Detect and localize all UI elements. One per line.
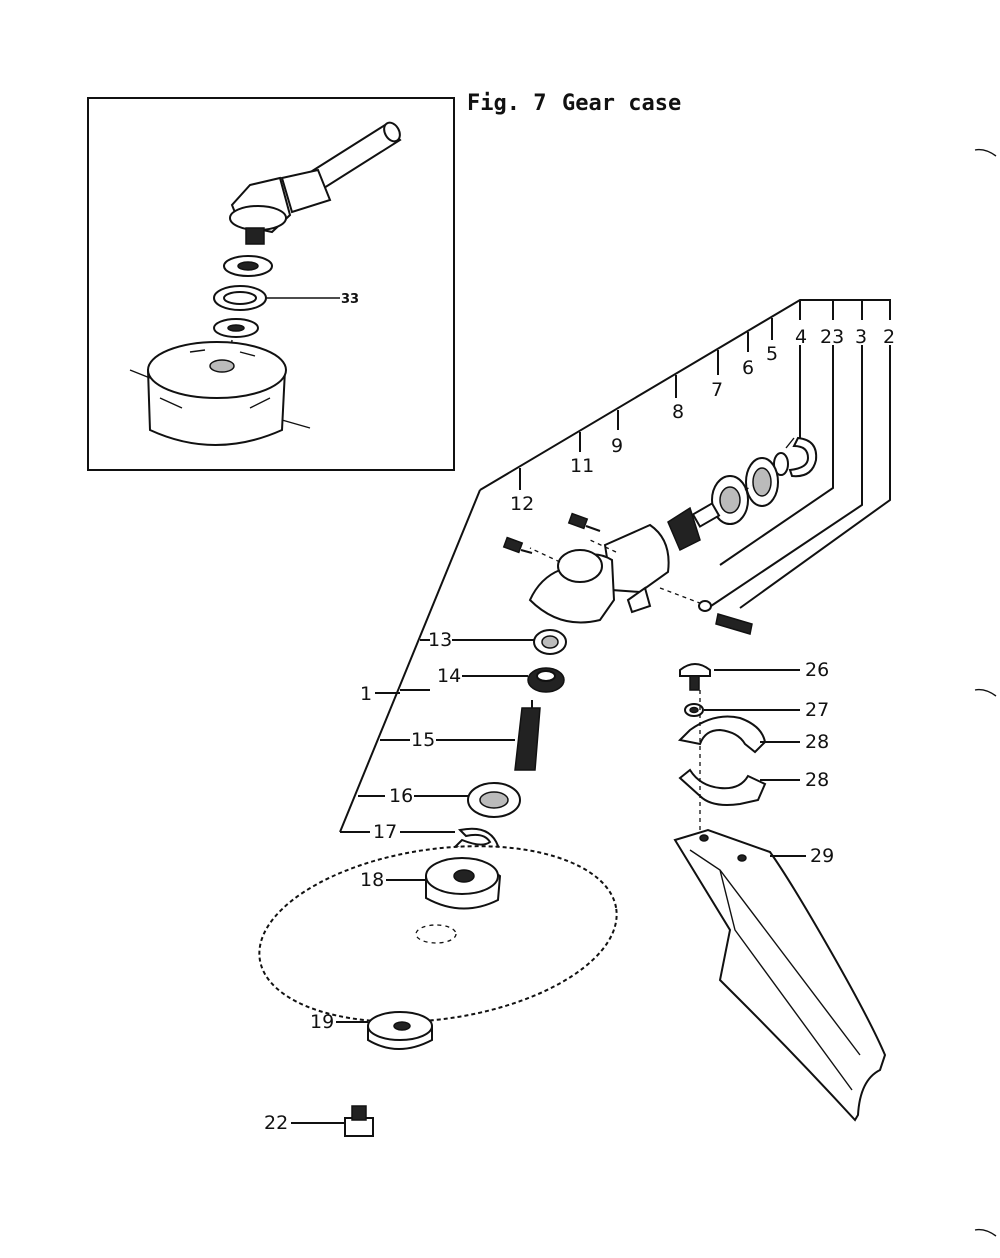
part-11-bolt — [567, 512, 601, 532]
label-19: 19 — [310, 1011, 334, 1033]
page-edge-marks — [974, 148, 997, 1237]
label-6: 6 — [742, 357, 754, 379]
label-7: 7 — [711, 379, 723, 401]
part-2-3-bolt-washer — [698, 600, 753, 635]
part-4-circlip — [785, 436, 818, 478]
label-5: 5 — [766, 343, 778, 365]
label-1: 1 — [360, 683, 372, 705]
part-9-gear-case — [528, 523, 706, 624]
part-26-bolt — [679, 663, 711, 691]
part-16-bearing — [467, 782, 521, 818]
part-19-washer — [367, 1011, 433, 1050]
label-23: 23 — [820, 326, 844, 348]
label-9: 9 — [611, 435, 623, 457]
label-3: 3 — [855, 326, 867, 348]
label-12: 12 — [510, 493, 534, 515]
label-2: 2 — [883, 326, 895, 348]
figure-number: Fig. 7 — [467, 91, 546, 116]
part-29-guard — [673, 690, 887, 1122]
blade-disc — [258, 845, 618, 1023]
part-22-nut — [344, 1105, 374, 1137]
label-28-lower: 28 — [805, 769, 829, 791]
part-6-bearing — [745, 457, 779, 507]
label-29: 29 — [810, 845, 834, 867]
part-12-bolt — [502, 536, 533, 554]
label-8: 8 — [672, 401, 684, 423]
part-27-washer — [684, 703, 704, 717]
label-4: 4 — [795, 326, 807, 348]
figure-name: Gear case — [562, 91, 681, 116]
label-33: 33 — [341, 292, 359, 307]
part-7-bearing — [711, 475, 753, 525]
label-15: 15 — [411, 729, 435, 751]
inset-assembly-view: 33 — [87, 97, 455, 471]
part-17-circlip — [454, 827, 500, 853]
part-15-spindle — [514, 700, 541, 771]
label-22: 22 — [264, 1112, 288, 1134]
label-16: 16 — [389, 785, 413, 807]
label-17: 17 — [373, 821, 397, 843]
label-13: 13 — [428, 629, 452, 651]
assembly-leader-lines — [339, 299, 891, 833]
part-5-washer — [773, 452, 789, 476]
part-8-pinion-gear — [667, 502, 721, 552]
label-26: 26 — [805, 659, 829, 681]
part-28-clamp-upper — [677, 715, 767, 754]
part-28-clamp-lower — [678, 768, 767, 806]
label-27: 27 — [805, 699, 829, 721]
part-leader-lines — [291, 639, 806, 1124]
label-14: 14 — [437, 665, 461, 687]
part-14-bevel-gear — [527, 667, 565, 693]
label-11: 11 — [570, 455, 594, 477]
part-18-holder — [425, 857, 502, 910]
part-labels: 2 3 23 4 5 6 7 8 9 11 12 13 14 1 15 16 1… — [264, 326, 895, 1134]
label-28-upper: 28 — [805, 731, 829, 753]
part-13-bearing — [533, 629, 567, 655]
label-18: 18 — [360, 869, 384, 891]
figure-title: Fig. 7 Gear case — [467, 91, 681, 116]
